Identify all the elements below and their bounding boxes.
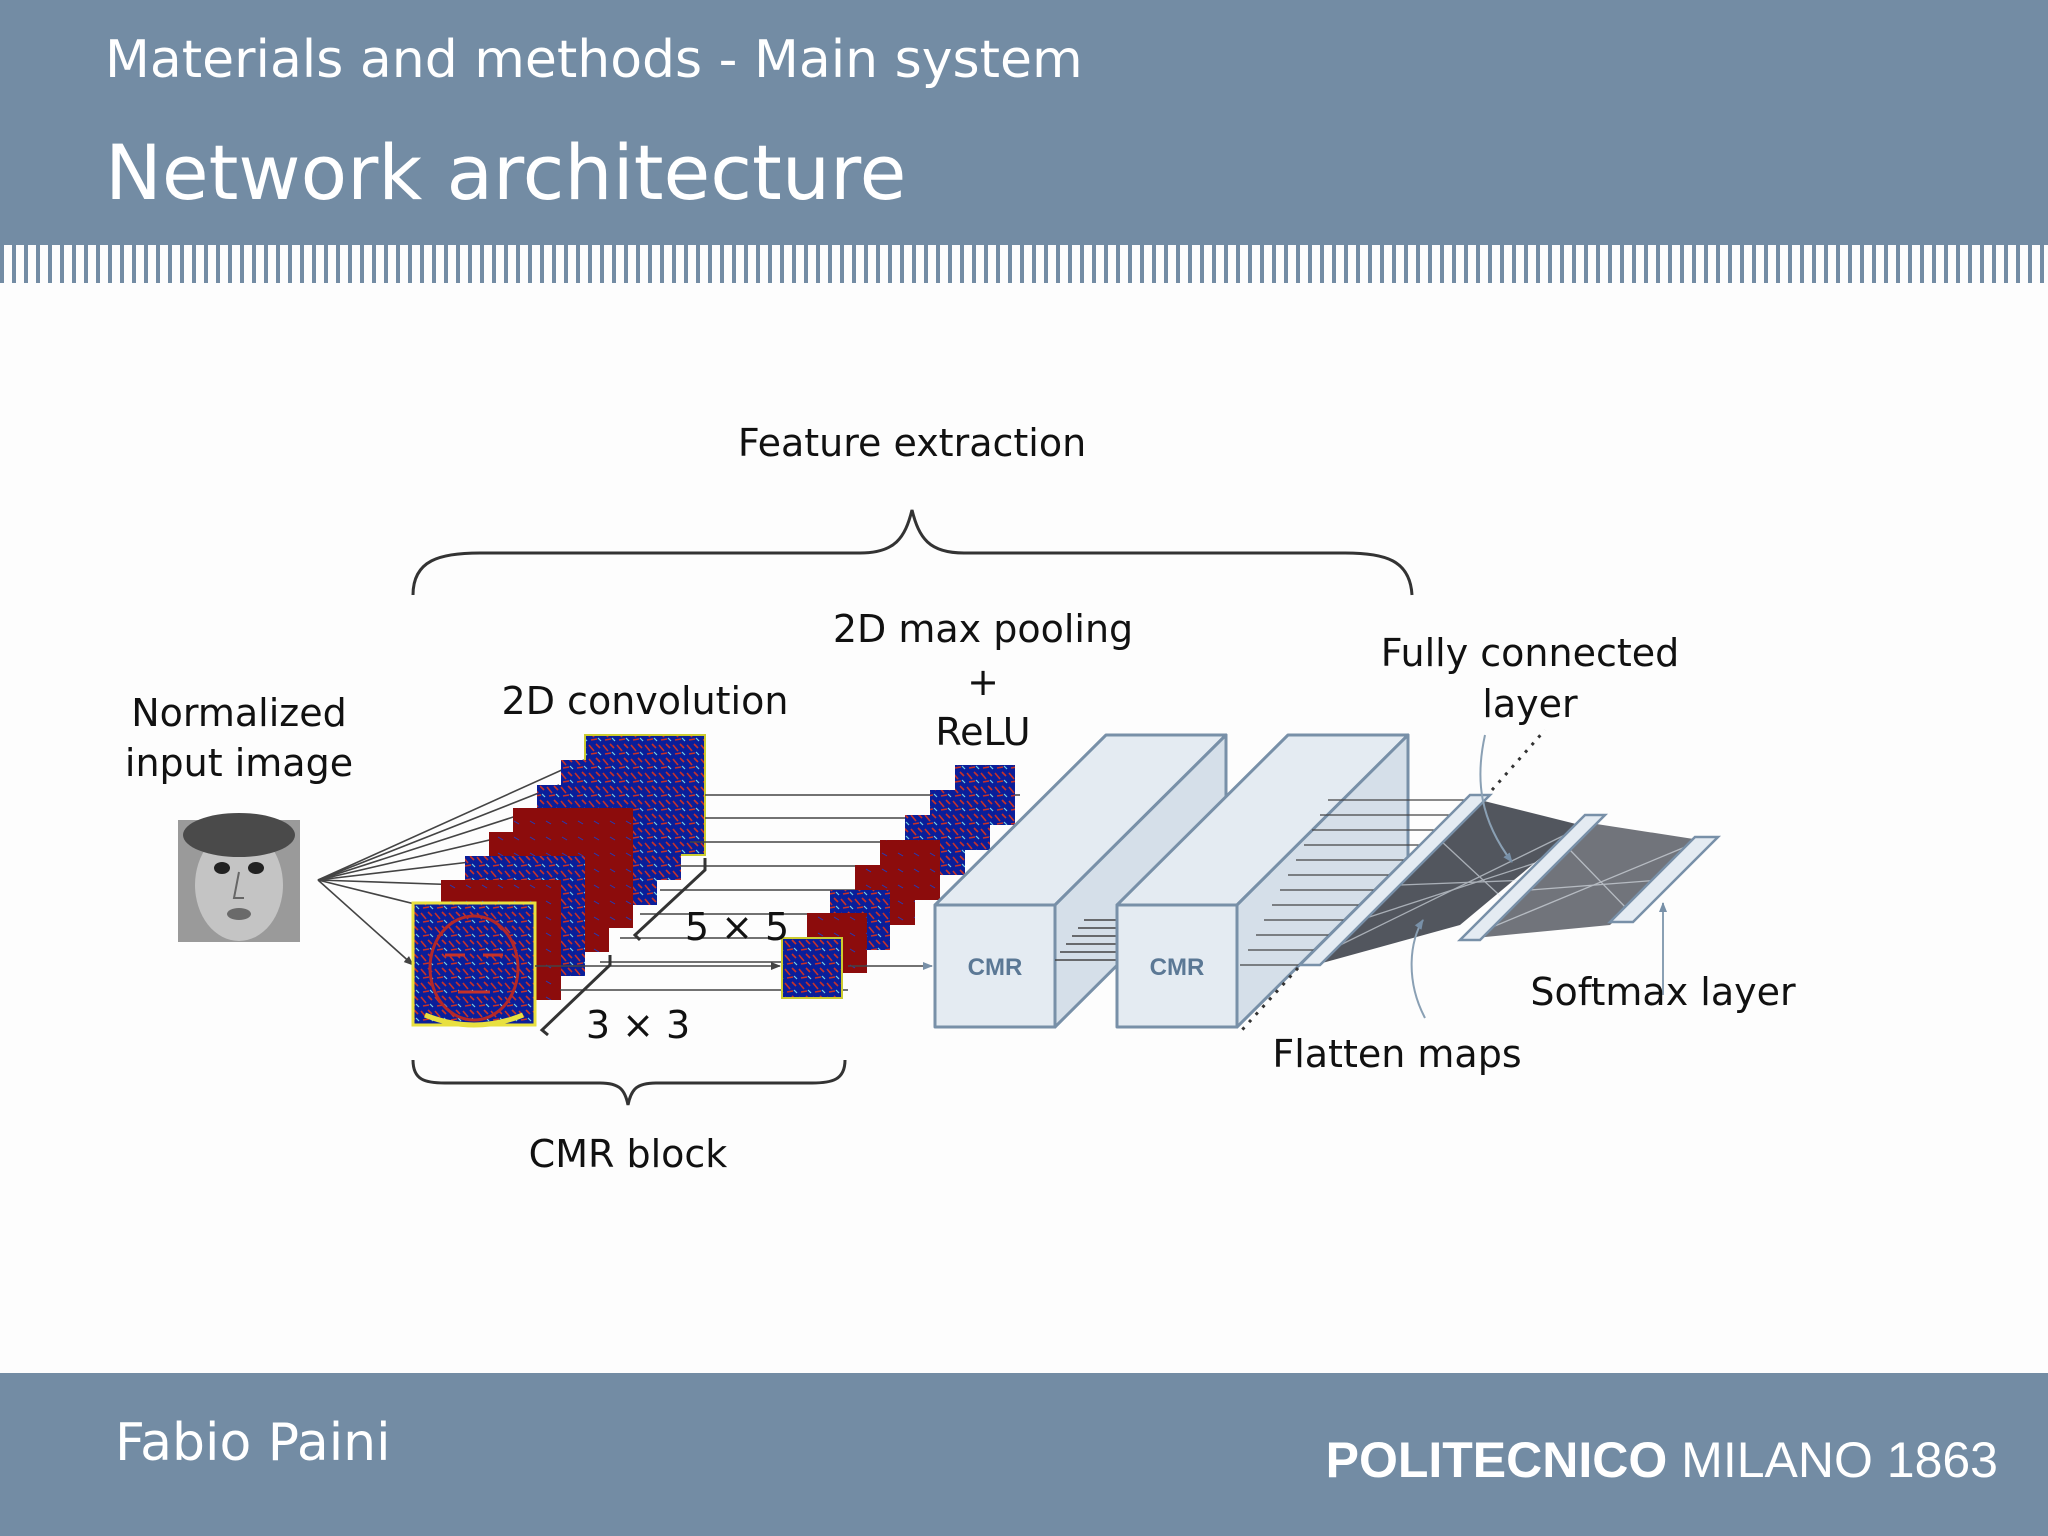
flatten-label: Flatten maps: [1272, 1032, 1521, 1076]
feature-extraction-label: Feature extraction: [738, 421, 1086, 465]
cmr-block-label: CMR block: [529, 1132, 728, 1176]
flatten-connections: [1240, 799, 1470, 966]
cmr-label-1: CMR: [968, 954, 1023, 981]
mesh-lines: [1329, 829, 1691, 951]
cmr-block-brace: [411, 1059, 847, 1106]
annotation-arrows: [1410, 734, 1667, 1019]
input-label-line1: Normalized: [131, 691, 347, 735]
cmr-label-2: CMR: [1150, 954, 1205, 981]
softmax-layer: [1606, 835, 1722, 924]
slide-footer: Fabio Paini POLITECNICO MILANO 1863: [0, 1373, 2048, 1536]
dotted-guides: [1240, 729, 1547, 1032]
university-logo-text: POLITECNICO MILANO 1863: [1326, 1431, 1998, 1489]
convolution-label: 2D convolution: [502, 679, 789, 723]
flatten-to-fc-mesh: [1315, 800, 1580, 965]
input-connections: [317, 759, 585, 966]
kernel-brackets: [539, 858, 707, 1037]
input-label-line2: input image: [125, 741, 353, 785]
kernel-5x5-label: 5 × 5: [685, 905, 789, 949]
fc-label-line2: layer: [1482, 682, 1578, 726]
section-title: Materials and methods - Main system: [105, 30, 1083, 90]
author-name: Fabio Paini: [115, 1413, 391, 1473]
kernel-3x3-label: 3 × 3: [586, 1003, 690, 1047]
softmax-label: Softmax layer: [1530, 970, 1796, 1014]
input-face-image: [178, 813, 300, 942]
fully-connected-layer: [1456, 813, 1609, 942]
logo-rest-part: MILANO 1863: [1667, 1432, 1998, 1488]
convolution-feature-maps: [411, 734, 706, 1028]
logo-bold-part: POLITECNICO: [1325, 1432, 1668, 1488]
fc-label-line1: Fully connected: [1381, 631, 1680, 675]
cmr-cuboid-2: [1115, 733, 1410, 1029]
pooled-feature-maps: [781, 765, 1015, 999]
header-tick-border: [0, 245, 2048, 283]
feature-extraction-brace: [411, 509, 1414, 596]
slide-header: Materials and methods - Main system Netw…: [0, 0, 2048, 245]
pooling-label-line1: 2D max pooling: [833, 607, 1133, 651]
pooling-label-line2: ReLU: [935, 710, 1030, 754]
flatten-layer: [1296, 793, 1494, 967]
page-title: Network architecture: [105, 128, 907, 217]
pooling-plus: +: [967, 660, 999, 704]
fc-to-softmax-mesh: [1475, 823, 1700, 938]
